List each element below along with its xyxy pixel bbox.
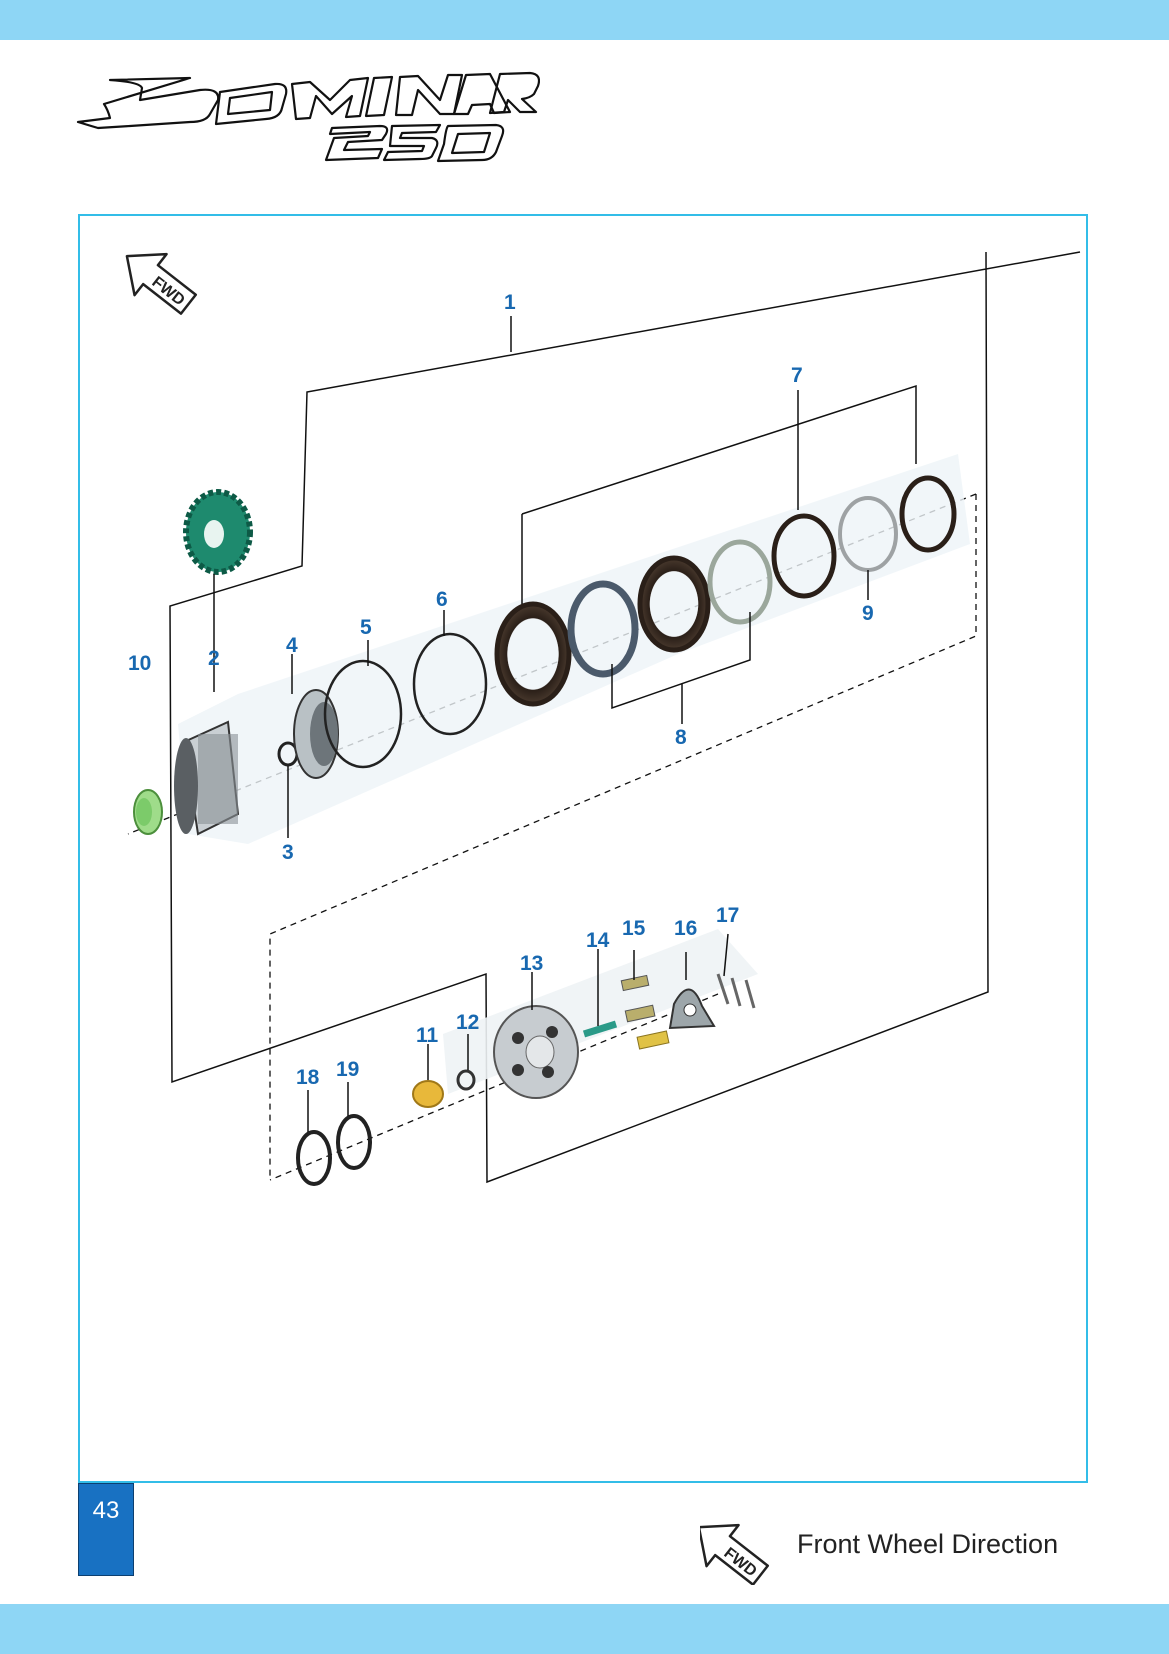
callout-19: 19: [336, 1058, 359, 1081]
callout-3: 3: [282, 841, 294, 864]
part-15-springs: [620, 974, 670, 1050]
bracket-8: [611, 612, 751, 710]
axis-lower: [269, 993, 719, 1181]
bottom-color-band: [0, 1604, 1169, 1654]
fwd-arrow-icon: FWD: [125, 252, 198, 315]
part-7-friction-plate-b: [637, 555, 711, 653]
part-7-friction-plate-a: [494, 601, 572, 707]
part-10-bushing: [133, 789, 163, 835]
part-18-o-ring: [296, 1130, 332, 1186]
part-7-friction-plate-d: [899, 475, 957, 553]
callout-7: 7: [791, 364, 803, 387]
part-7-friction-plate-c: [771, 513, 837, 599]
dominar-250-logo: [76, 71, 540, 163]
page-number: 43: [92, 1497, 120, 1524]
callout-13: 13: [520, 952, 543, 975]
callout-15: 15: [622, 917, 646, 940]
part-12-washer: [456, 1069, 476, 1091]
callout-8: 8: [675, 726, 687, 749]
callout-5: 5: [360, 616, 372, 639]
callout-2: 2: [208, 647, 220, 670]
part-8-steel-plate-b: [707, 539, 773, 625]
part-19-o-ring: [336, 1114, 372, 1170]
part-5-ring: [323, 659, 403, 769]
callout-6: 6: [436, 588, 448, 611]
part-16-lifter-plate: [668, 988, 716, 1030]
fwd-legend: FWD Front Wheel Direction: [700, 1505, 1100, 1585]
callout-11: 11: [416, 1024, 439, 1047]
fwd-arrow-icon: FWD: [700, 1523, 770, 1585]
top-color-band: [0, 0, 1169, 40]
callout-17: 17: [716, 904, 739, 927]
callout-10: 10: [128, 652, 151, 675]
page-number-box: 43: [78, 1483, 134, 1576]
callout-14: 14: [586, 929, 610, 952]
callout-4: 4: [286, 634, 298, 657]
legend-text: Front Wheel Direction: [797, 1529, 1059, 1559]
callout-18: 18: [296, 1066, 320, 1089]
part-4-clutch-hub: [293, 689, 339, 779]
part-11-bearing: [412, 1080, 444, 1108]
callout-1: 1: [504, 291, 516, 314]
part-14-pushrod: [582, 1020, 618, 1038]
callout-9: 9: [862, 602, 874, 625]
leader-17: [723, 933, 729, 977]
callout-12: 12: [456, 1011, 479, 1034]
part-2-primary-gear: [183, 489, 253, 575]
diagram-frame: [78, 214, 1088, 1483]
part-6-ring: [412, 632, 488, 736]
group-bracket-1: [169, 251, 1081, 1184]
callout-16: 16: [674, 917, 697, 940]
clutch-housing: [174, 720, 240, 836]
parts-shading-lower: [443, 929, 758, 1094]
part-17-bolts: [716, 973, 756, 1009]
bracket-7: [521, 384, 917, 515]
part-13-pressure-plate: [493, 1005, 579, 1099]
clutch-exploded-diagram: FWD: [125, 251, 1081, 1186]
part-8-steel-plate-a: [567, 580, 639, 678]
group-bracket-dashed: [269, 494, 977, 1180]
